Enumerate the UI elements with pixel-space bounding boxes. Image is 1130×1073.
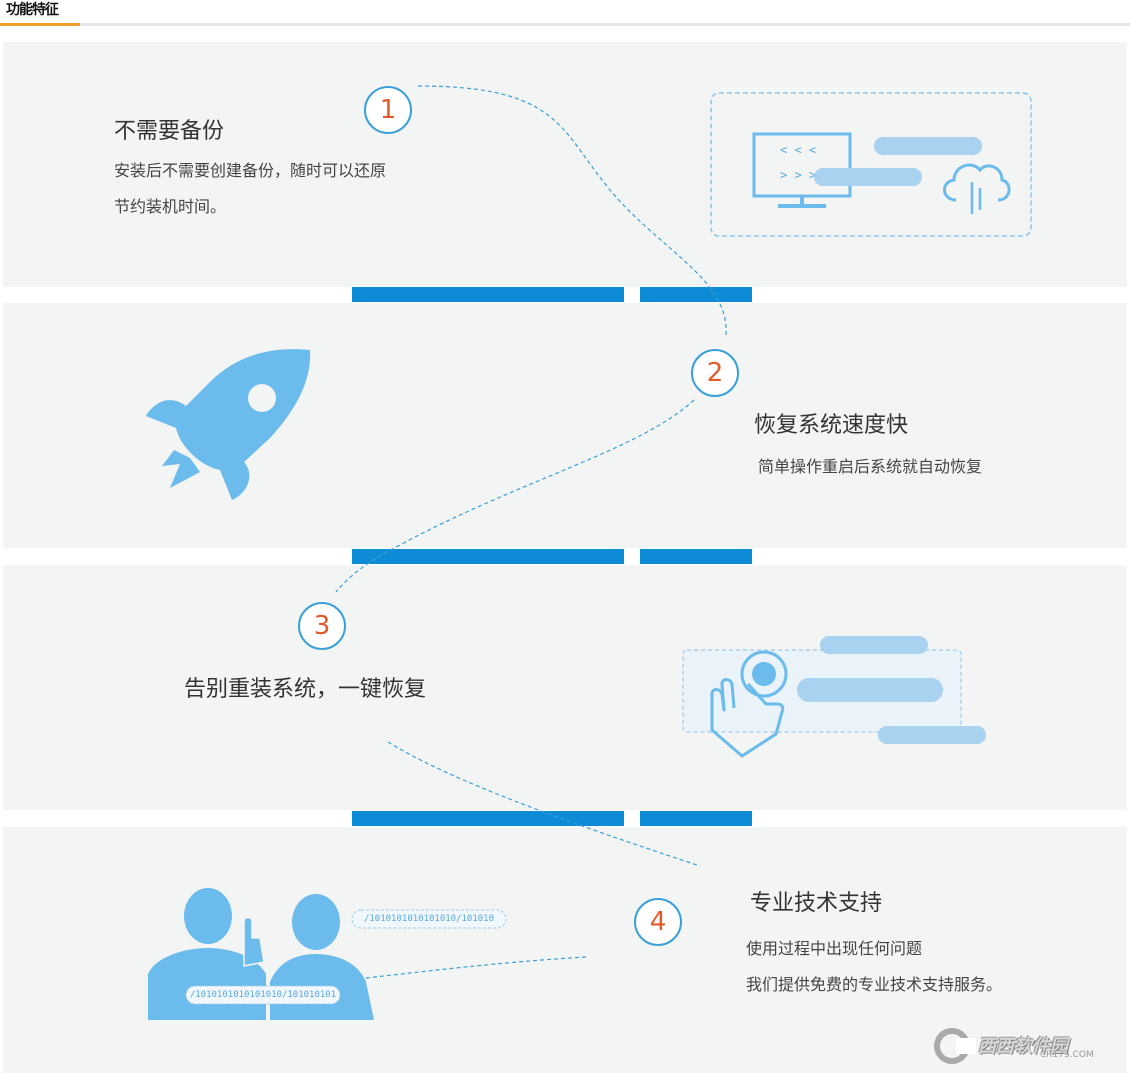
divider-bar (640, 549, 752, 564)
feature-desc-1-line-1: 安装后不需要创建备份，随时可以还原 (114, 161, 387, 180)
step-number-2: 2 (691, 349, 739, 397)
watermark-subtext: CR173.COM (1040, 1050, 1094, 1060)
watermark-text: 西西软件园 (978, 1036, 1068, 1057)
progress-bar-placeholder (814, 168, 922, 186)
feature-panel-1 (3, 42, 1127, 287)
option-bar-placeholder (797, 678, 943, 702)
feature-title-3: 告别重装系统，一键恢复 (184, 677, 427, 702)
feature-desc-1-line-2: 节约装机时间。 (114, 197, 227, 216)
touch-hand-icon (682, 634, 988, 760)
feature-desc-4-line-1: 使用过程中出现任何问题 (746, 939, 923, 958)
feature-desc-2-line-1: 简单操作重启后系统就自动恢复 (758, 457, 983, 476)
watermark-logo: 西西软件园 CR173.COM (930, 1028, 1110, 1064)
option-bar-placeholder (878, 726, 986, 744)
divider-bar (640, 287, 752, 302)
option-bar-placeholder (820, 636, 928, 654)
section-header: 功能特征 (0, 0, 1130, 30)
rocket-icon (140, 346, 320, 518)
code-string-top: /1010101010101010/101010 (363, 914, 495, 924)
divider-bar (640, 811, 752, 826)
screen-line-1: < < < (780, 143, 817, 157)
screen-line-2: > > > (780, 168, 817, 182)
feature-title-1: 不需要备份 (114, 119, 225, 144)
monitor-cloud-icon: < < < > > > (710, 92, 1032, 237)
section-title: 功能特征 (6, 2, 59, 18)
progress-bar-placeholder (874, 137, 982, 155)
code-string-bottom: /1010101010101010/101010101 (189, 990, 337, 1000)
feature-desc-4-line-2: 我们提供免费的专业技术支持服务。 (746, 975, 1003, 994)
feature-title-2: 恢复系统速度快 (754, 413, 909, 438)
header-accent (0, 23, 80, 26)
feature-title-4: 专业技术支持 (750, 891, 883, 916)
divider-bar (352, 549, 624, 564)
step-number-3: 3 (298, 602, 346, 650)
divider-bar (352, 811, 624, 826)
divider-bar (352, 287, 624, 302)
support-people-icon: /1010101010101010/101010 /10101010101010… (146, 886, 508, 1022)
step-number-1: 1 (364, 86, 412, 134)
header-rule (0, 23, 1130, 26)
step-number-4: 4 (634, 898, 682, 946)
